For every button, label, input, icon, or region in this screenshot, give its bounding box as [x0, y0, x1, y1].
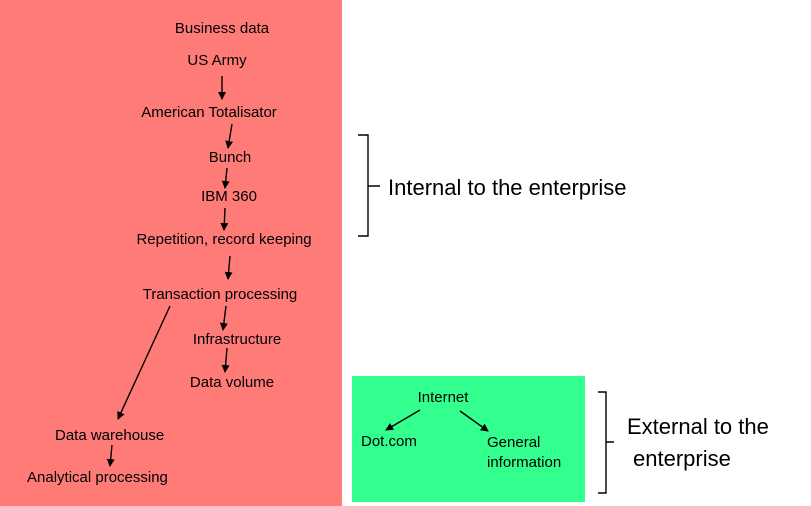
node-dotcom: Dot.com — [361, 433, 417, 450]
external-region — [352, 376, 585, 502]
external-caption-line2: enterprise — [633, 446, 731, 471]
node-repetition-record-keeping: Repetition, record keeping — [136, 231, 312, 248]
node-american-totalisator: American Totalisator — [141, 104, 277, 121]
node-us-army: US Army — [187, 52, 247, 69]
external-caption-line1: External to the — [627, 414, 769, 439]
node-infrastructure: Infrastructure — [192, 331, 282, 348]
internal-bracket — [358, 134, 380, 237]
internal-caption: Internal to the enterprise — [388, 175, 627, 200]
node-internet: Internet — [417, 389, 469, 406]
node-data-volume: Data volume — [189, 374, 275, 391]
node-data-warehouse: Data warehouse — [55, 427, 165, 444]
external-bracket — [598, 391, 614, 494]
node-general-line1: General — [487, 434, 541, 451]
node-general-line2: information — [487, 454, 562, 471]
node-analytical-processing: Analytical processing — [27, 469, 168, 486]
node-ibm-360: IBM 360 — [201, 188, 257, 205]
node-business-data: Business data — [174, 20, 270, 37]
internal-region — [0, 0, 342, 506]
node-transaction-processing: Transaction processing — [142, 286, 298, 303]
node-bunch: Bunch — [208, 149, 252, 166]
